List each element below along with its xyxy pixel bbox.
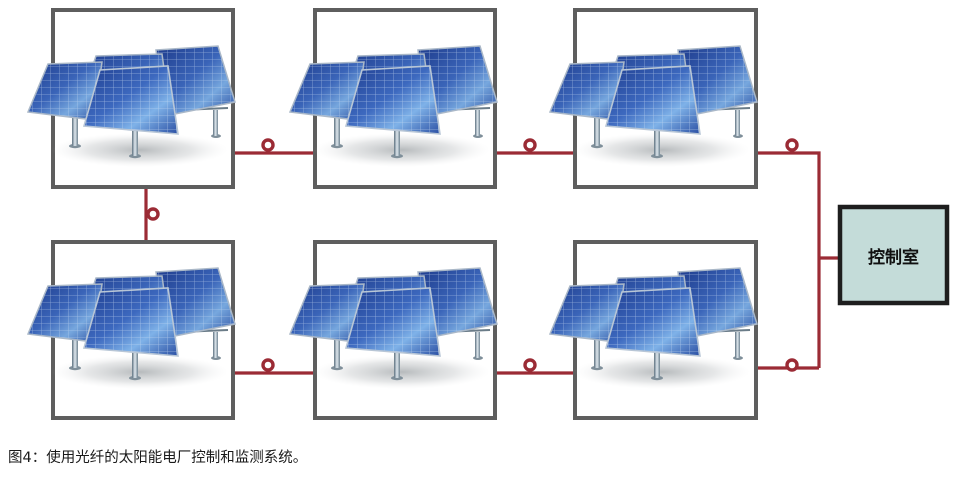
solar-panel-array-icon (27, 45, 236, 168)
figure-caption: 图4：使用光纤的太阳能电厂控制和监测系统。 (8, 450, 308, 466)
solar-panel-array-icon (549, 45, 758, 168)
solar-array-top-right (549, 8, 758, 189)
fiber-connectors (146, 138, 799, 372)
solar-array-top-left (27, 8, 236, 189)
solar-array-bottom-middle (289, 240, 498, 420)
solar-panel-array-icon (289, 45, 498, 168)
solar-array-bottom-left (27, 240, 236, 420)
link-tr-control (756, 151, 821, 368)
solar-array-bottom-right (549, 240, 758, 420)
solar-panel-array-icon (27, 267, 236, 390)
fiber-connector-icon (261, 138, 275, 152)
control-room-box (837, 204, 950, 306)
fiber-connector-icon (785, 358, 799, 372)
solar-array-top-middle (289, 8, 498, 189)
control-room-label: 控制室 (868, 247, 919, 268)
fiber-connector-icon (785, 138, 799, 152)
fiber-links (144, 151, 840, 375)
fiber-connector-icon (523, 138, 537, 152)
fiber-connector-icon (523, 358, 537, 372)
solar-panel-array-icon (549, 267, 758, 390)
fiber-connector-icon (261, 358, 275, 372)
solar-panel-array-icon (289, 267, 498, 390)
fiber-connector-icon (146, 207, 160, 221)
